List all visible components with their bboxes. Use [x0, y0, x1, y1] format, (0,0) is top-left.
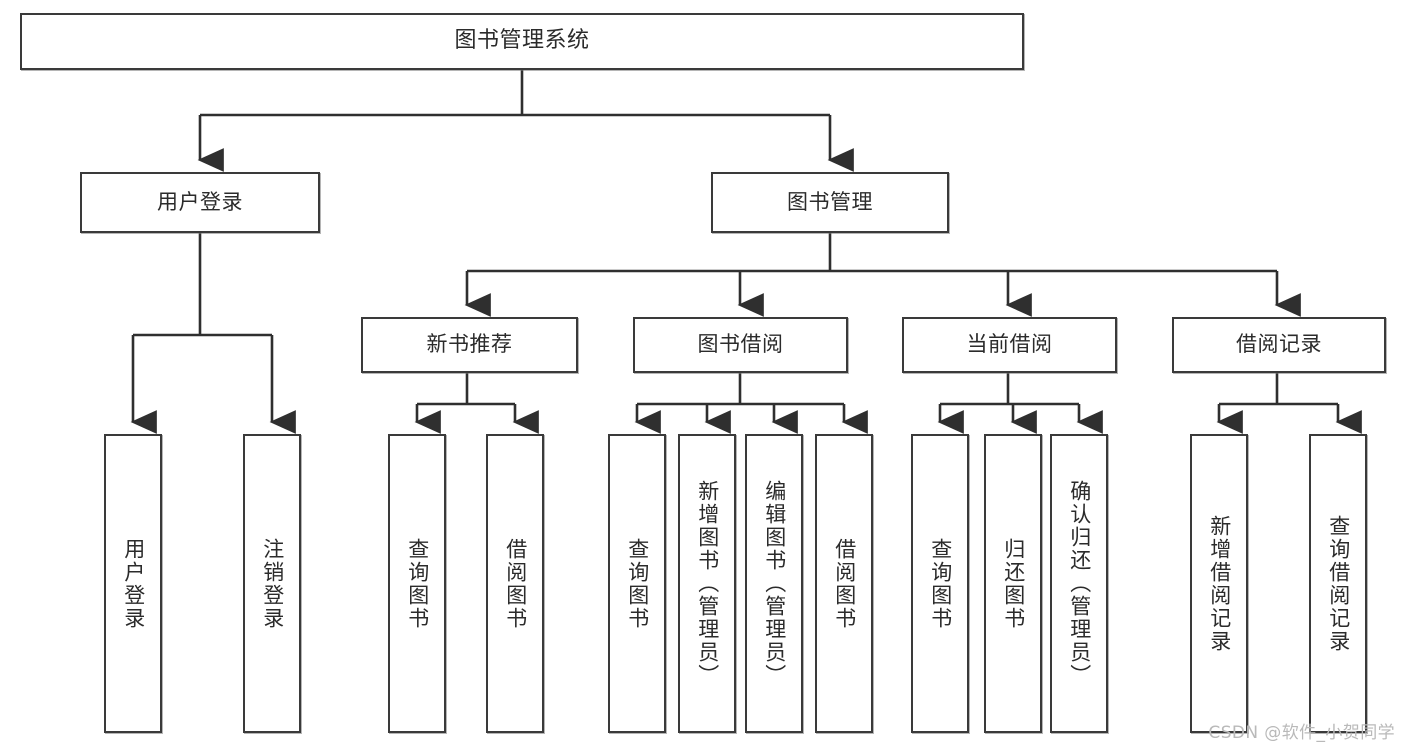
node-borrow-record-label: 借阅记录 [1236, 332, 1322, 357]
leaf-query-book-1-label: 查询图书 [405, 537, 430, 630]
leaf-query-record[interactable]: 查询借阅记录 [1309, 434, 1367, 733]
leaf-add-book-label: 新增图书（管理员） [695, 480, 720, 687]
node-root[interactable]: 图书管理系统 [20, 13, 1024, 70]
node-book-manage[interactable]: 图书管理 [711, 172, 949, 233]
leaf-user-login-label: 用户登录 [121, 537, 146, 630]
leaf-query-book-3[interactable]: 查询图书 [911, 434, 969, 733]
leaf-logout-label: 注销登录 [260, 537, 285, 630]
node-borrow-record[interactable]: 借阅记录 [1172, 317, 1386, 373]
leaf-return-book[interactable]: 归还图书 [984, 434, 1042, 733]
leaf-query-book-3-label: 查询图书 [928, 537, 953, 630]
node-book-borrow[interactable]: 图书借阅 [633, 317, 848, 373]
node-book-manage-label: 图书管理 [787, 189, 873, 214]
leaf-confirm-return-label: 确认归还（管理员） [1067, 480, 1092, 687]
node-book-borrow-label: 图书借阅 [697, 332, 784, 357]
leaf-query-book-2-label: 查询图书 [625, 537, 650, 630]
leaf-query-book-1[interactable]: 查询图书 [388, 434, 446, 733]
node-user-login[interactable]: 用户登录 [80, 172, 320, 233]
leaf-borrow-book-1-label: 借阅图书 [503, 537, 528, 630]
leaf-borrow-book-2-label: 借阅图书 [832, 537, 857, 630]
node-current-borrow-label: 当前借阅 [966, 332, 1053, 357]
node-root-label: 图书管理系统 [454, 28, 590, 54]
leaf-add-record-label: 新增借阅记录 [1207, 514, 1232, 653]
leaf-edit-book[interactable]: 编辑图书（管理员） [745, 434, 803, 733]
leaf-user-login[interactable]: 用户登录 [104, 434, 162, 733]
node-current-borrow[interactable]: 当前借阅 [902, 317, 1117, 373]
leaf-logout[interactable]: 注销登录 [243, 434, 301, 733]
leaf-return-book-label: 归还图书 [1001, 537, 1026, 630]
node-user-login-label: 用户登录 [157, 189, 243, 214]
node-new-book-recommend[interactable]: 新书推荐 [361, 317, 578, 373]
leaf-confirm-return[interactable]: 确认归还（管理员） [1050, 434, 1108, 733]
leaf-borrow-book-1[interactable]: 借阅图书 [486, 434, 544, 733]
leaf-query-book-2[interactable]: 查询图书 [608, 434, 666, 733]
leaf-add-book[interactable]: 新增图书（管理员） [678, 434, 736, 733]
leaf-query-record-label: 查询借阅记录 [1326, 514, 1351, 653]
node-new-book-recommend-label: 新书推荐 [426, 332, 513, 357]
leaf-edit-book-label: 编辑图书（管理员） [762, 480, 787, 687]
leaf-add-record[interactable]: 新增借阅记录 [1190, 434, 1248, 733]
csdn-watermark: CSDN @软件_小贺同学 [1208, 723, 1395, 743]
leaf-borrow-book-2[interactable]: 借阅图书 [815, 434, 873, 733]
